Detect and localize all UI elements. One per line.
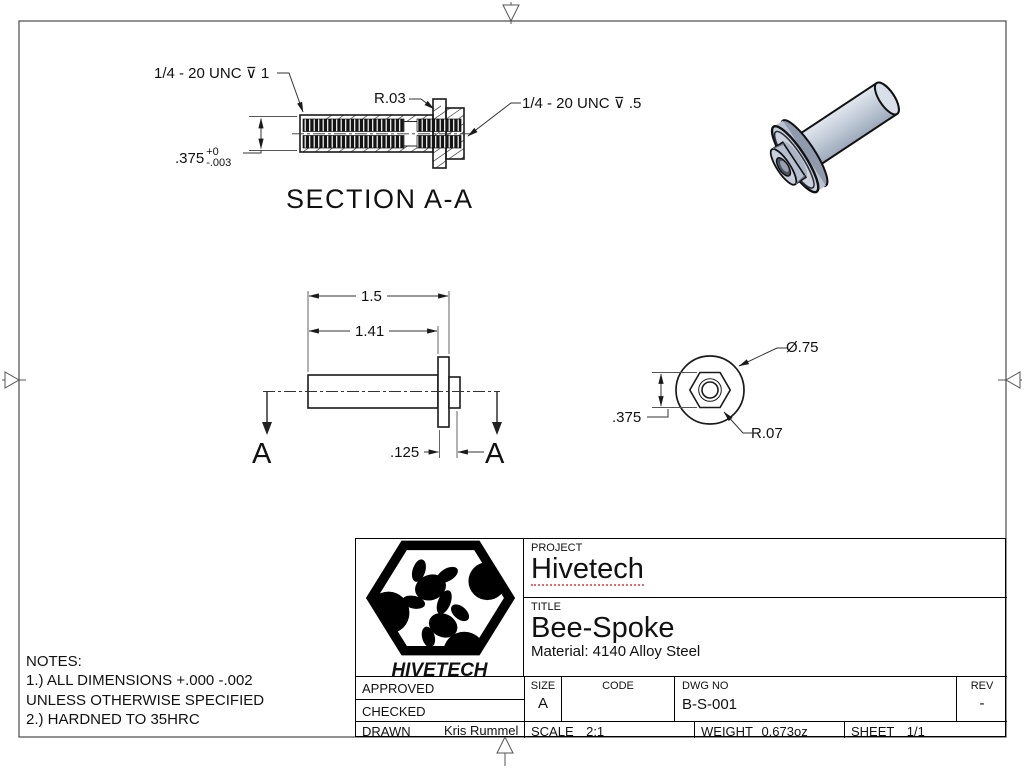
- code-label: CODE: [602, 680, 634, 692]
- end-view: [647, 347, 788, 434]
- scale-cell: SCALE 2:1: [524, 722, 694, 739]
- approved-label: APPROVED: [362, 681, 435, 696]
- callout-thread-left: 1/4 - 20 UNC ⊽ 1: [154, 65, 270, 82]
- center-mark-top: [502, 2, 520, 24]
- project-value: Hivetech: [531, 553, 644, 586]
- section-view-label: SECTION A-A: [286, 184, 474, 214]
- rev-label: REV: [970, 680, 994, 692]
- note-line: 1.) ALL DIMENSIONS +.000 -.002: [26, 672, 253, 690]
- title-cell: TITLE Bee-Spoke Material: 4140 Alloy Ste…: [524, 598, 1007, 677]
- sheet-label: SHEET: [851, 724, 895, 739]
- rev-value: -: [979, 695, 985, 712]
- dim-bore-diameter: .375 +0 -.003: [175, 147, 231, 169]
- isometric-render: [769, 81, 900, 194]
- dwg-no-cell: DWG NO B-S-001: [674, 677, 956, 722]
- weight-value: 0.673oz: [761, 724, 808, 739]
- project-cell: PROJECT Hivetech: [524, 539, 1007, 598]
- dim-bore-value: .375: [175, 149, 205, 167]
- size-cell: SIZE A: [524, 677, 561, 722]
- material-value: Material: 4140 Alloy Steel: [531, 643, 701, 660]
- notes-block: NOTES: 1.) ALL DIMENSIONS +.000 -.002 UN…: [26, 652, 264, 730]
- title-label: TITLE: [531, 601, 561, 613]
- rev-cell: REV -: [956, 677, 1007, 722]
- dim-bore-tolerance: +0 -.003: [206, 146, 232, 169]
- checked-cell: CHECKED: [356, 700, 524, 722]
- sheet-cell: SHEET 1/1: [844, 722, 1007, 739]
- logo-cell: HIVETECH: [356, 539, 524, 681]
- dwg-no-value: B-S-001: [682, 696, 738, 713]
- size-label: SIZE: [530, 680, 556, 692]
- sheet-value: 1/1: [906, 724, 925, 739]
- dim-flange-thickness: .125: [390, 444, 420, 461]
- center-mark-bottom: [496, 735, 514, 766]
- scale-label: SCALE: [531, 724, 574, 739]
- drawn-cell: DRAWN Kris Rummel: [356, 722, 524, 739]
- title-block: HIVETECH PROJECT Hivetech TITLE Bee-Spok…: [355, 538, 1007, 739]
- dim-outer-diameter: Ø.75: [786, 339, 819, 356]
- weight-cell: WEIGHT 0.673oz: [694, 722, 844, 739]
- code-cell: CODE: [561, 677, 674, 722]
- checked-label: CHECKED: [362, 704, 426, 719]
- section-arrow-letter-left: A: [252, 438, 272, 470]
- section-arrow-letter-right: A: [485, 438, 505, 470]
- dim-hex-flats: .375: [612, 409, 642, 426]
- sheet-border: [18, 20, 1007, 738]
- logo-wordmark: HIVETECH: [391, 660, 488, 681]
- section-view: [243, 72, 521, 169]
- drawn-by-value: Kris Rummel: [444, 723, 519, 738]
- dwg-no-label: DWG NO: [682, 680, 729, 692]
- center-mark-right: [998, 371, 1022, 389]
- size-value: A: [537, 695, 548, 712]
- callout-fillet-radius: R.03: [374, 90, 406, 107]
- dim-total-length: 1.5: [356, 288, 387, 305]
- weight-label: WEIGHT: [701, 724, 753, 739]
- note-line: UNLESS OTHERWISE SPECIFIED: [26, 691, 265, 709]
- dim-corner-radius: R.07: [751, 425, 783, 442]
- note-line: 2.) HARDNED TO 35HRC: [26, 711, 200, 729]
- hivetech-logo: [365, 540, 516, 656]
- scale-value: 2:1: [586, 724, 605, 739]
- title-value: Bee-Spoke: [531, 612, 675, 644]
- drawn-label: DRAWN: [362, 724, 411, 739]
- callout-thread-right: 1/4 - 20 UNC ⊽ .5: [522, 95, 642, 112]
- center-mark-left: [2, 371, 26, 389]
- dim-shank-length: 1.41: [350, 323, 390, 340]
- side-view: [262, 291, 502, 458]
- approved-cell: APPROVED: [356, 677, 524, 700]
- notes-title: NOTES:: [26, 653, 82, 670]
- project-label: PROJECT: [531, 542, 583, 554]
